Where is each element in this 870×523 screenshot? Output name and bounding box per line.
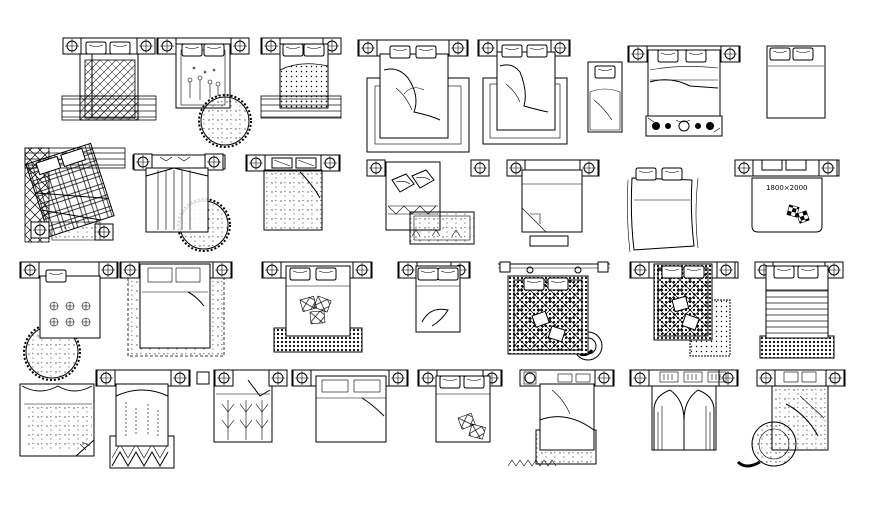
bed-block-r1-5 — [477, 39, 571, 145]
bed-block-r1-8 — [766, 45, 826, 119]
bed-block-r4-6 — [507, 369, 615, 467]
bed-block-r1-4 — [357, 39, 470, 153]
bed-block-r2-3 — [245, 154, 341, 231]
bed-block-r2-6 — [627, 167, 699, 253]
bed-block-r3-5 — [498, 261, 610, 361]
bed-block-r2-5 — [506, 159, 600, 247]
bed-block-r2-7: 1800×2000 — [734, 159, 840, 233]
bed-block-r2-2 — [132, 153, 231, 252]
bed-size-label: 1800×2000 — [766, 184, 808, 192]
bed-block-r3-1 — [19, 261, 119, 381]
bed-block-r4-5 — [417, 369, 503, 443]
bed-block-r3-2 — [119, 261, 233, 357]
bed-block-r1-3 — [260, 37, 342, 119]
bed-block-r4-3 — [196, 369, 288, 443]
bed-block-r3-4 — [397, 261, 471, 333]
bed-block-r4-1 — [19, 383, 95, 457]
bed-block-r1-7 — [627, 45, 741, 137]
bed-block-r3-3 — [261, 261, 373, 353]
bed-block-r4-8 — [736, 369, 846, 468]
bed-block-r3-7 — [754, 261, 844, 359]
bed-block-r2-4 — [366, 159, 490, 245]
bed-block-r1-1 — [61, 37, 157, 121]
bed-block-r4-2 — [95, 369, 191, 469]
bed-block-r4-7 — [629, 369, 739, 451]
bed-block-r4-4 — [291, 369, 409, 443]
bed-block-r1-6 — [587, 61, 623, 133]
bed-block-r2-1 — [24, 142, 126, 243]
bed-block-r1-2 — [156, 37, 252, 148]
bed-block-r3-6 — [629, 261, 739, 357]
